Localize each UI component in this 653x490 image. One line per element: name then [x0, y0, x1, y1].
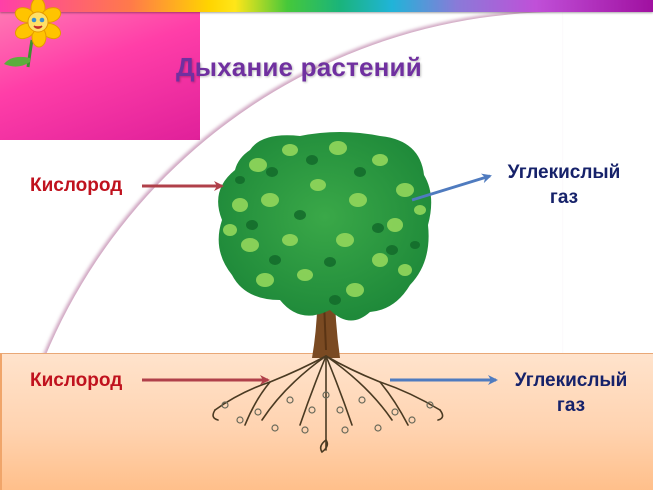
roots-co2-label: Углекислый газ	[505, 368, 637, 418]
canopy-co2-line2: газ	[549, 187, 579, 208]
canopy-co2-line1: Углекислый	[507, 162, 621, 183]
co2-arrow-canopy	[411, 173, 492, 202]
canopy-co2-label: Углекислый газ	[498, 160, 630, 210]
canopy-oxygen-label: Кислород	[30, 175, 123, 196]
roots-oxygen-label: Кислород	[30, 370, 123, 391]
rainbow-bar	[0, 0, 653, 12]
roots-co2-line1: Углекислый	[514, 370, 628, 391]
roots-icon	[212, 355, 444, 454]
page-title: Дыхание растений	[176, 52, 422, 82]
flower-icon	[4, 0, 62, 68]
roots-co2-line2: газ	[556, 395, 586, 416]
canopy	[218, 132, 432, 321]
